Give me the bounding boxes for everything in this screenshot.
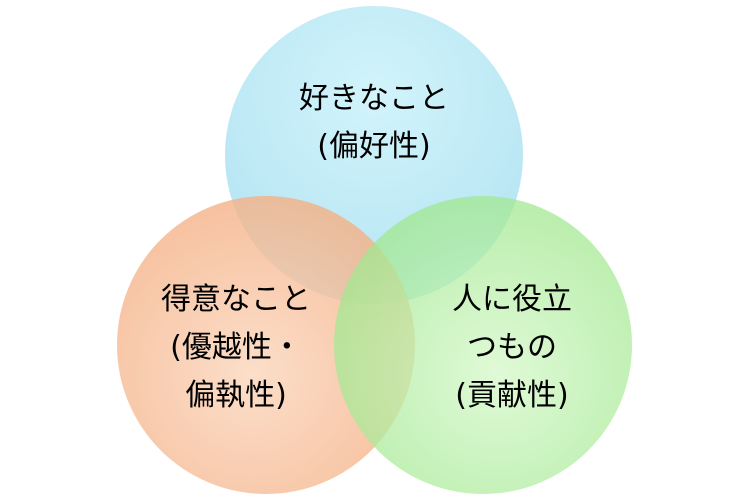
circle-top-label: 好きなこと (偏好性)	[224, 75, 524, 171]
circle-left-line-1: 得意なこと	[161, 282, 311, 317]
circle-left	[117, 196, 415, 494]
circle-top-line-2: (偏好性)	[317, 129, 431, 164]
circle-right-label: 人に役立 つもの (貢献性)	[362, 276, 662, 420]
circle-right-line-2: つもの	[467, 330, 557, 365]
circle-left-line-2: (優越性・	[170, 330, 302, 365]
circle-left-line-3: 偏執性)	[185, 378, 287, 413]
circle-top-line-1: 好きなこと	[299, 81, 449, 116]
circle-right-line-1: 人に役立	[452, 282, 572, 317]
circle-right-line-3: (貢献性)	[455, 378, 569, 413]
circle-right	[334, 196, 632, 494]
circle-left-label: 得意なこと (優越性・ 偏執性)	[86, 276, 386, 420]
